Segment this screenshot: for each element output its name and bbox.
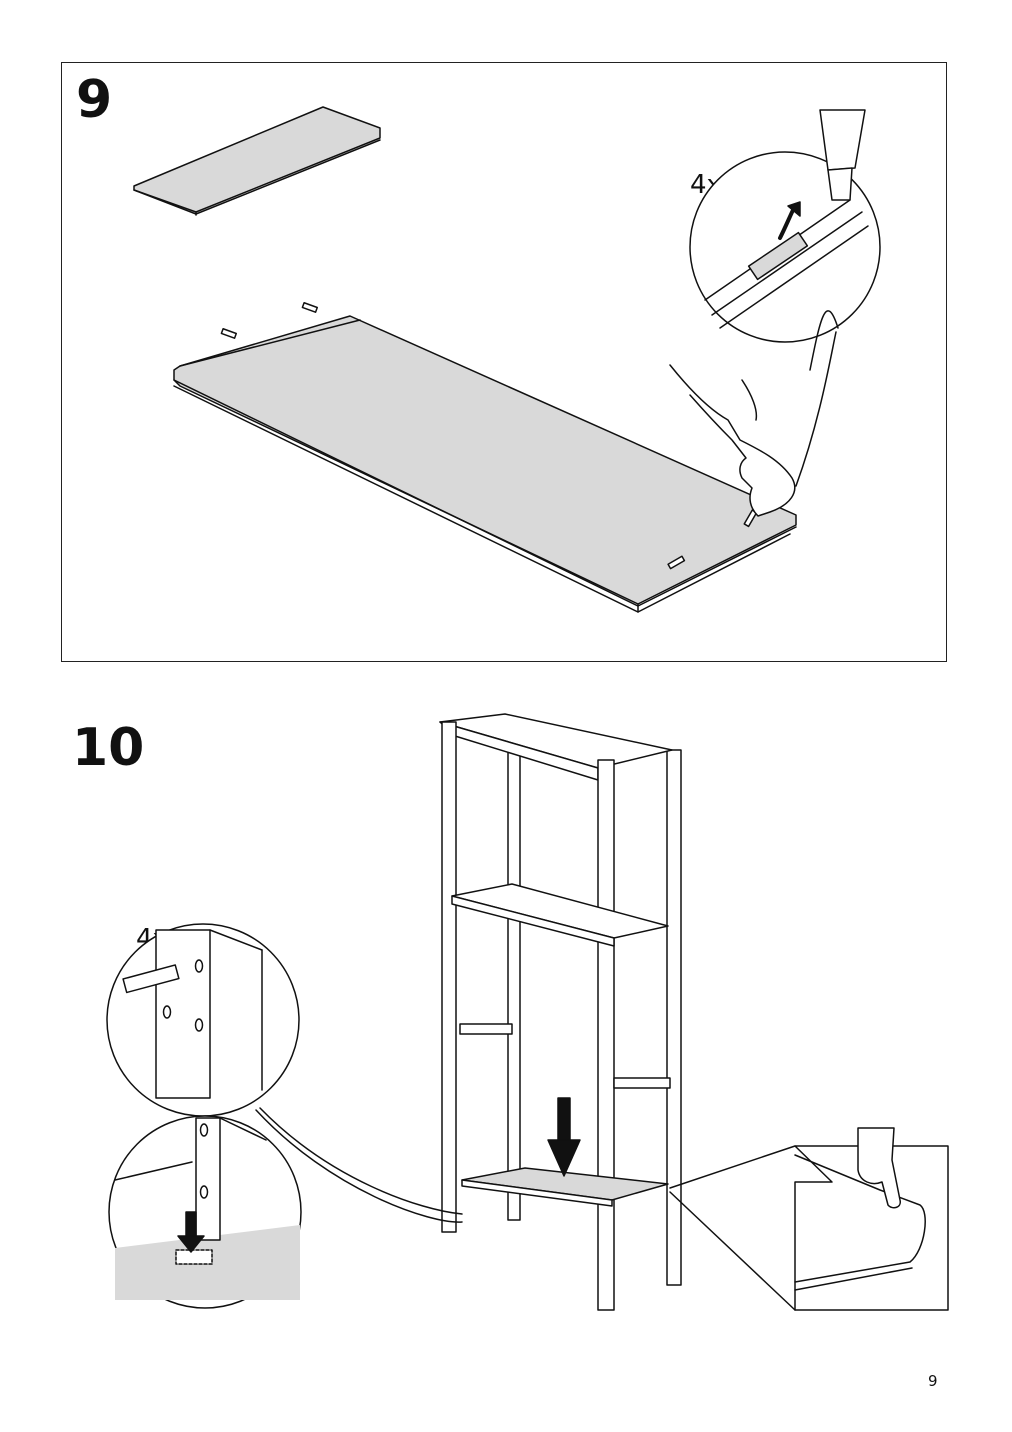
callout-step-10-top (106, 923, 300, 1117)
shelving-unit (439, 713, 682, 1311)
large-shelf-panel (173, 315, 797, 613)
page-number: 9 (928, 1372, 938, 1390)
callout-step-9 (689, 109, 881, 487)
step-9-frame (61, 62, 947, 662)
callout-step-10-right (669, 1145, 949, 1311)
small-shelf-panel (133, 106, 381, 216)
callout-step-10-bottom (108, 1107, 463, 1309)
pointing-hand-icon (857, 1127, 901, 1209)
hand-icon (669, 364, 796, 517)
dowel-icon (220, 301, 758, 570)
step-9-number: 9 (76, 70, 113, 130)
step-10-number: 10 (72, 718, 145, 778)
arrow-down-icon (547, 1097, 581, 1177)
arrow-up-icon (778, 201, 801, 240)
